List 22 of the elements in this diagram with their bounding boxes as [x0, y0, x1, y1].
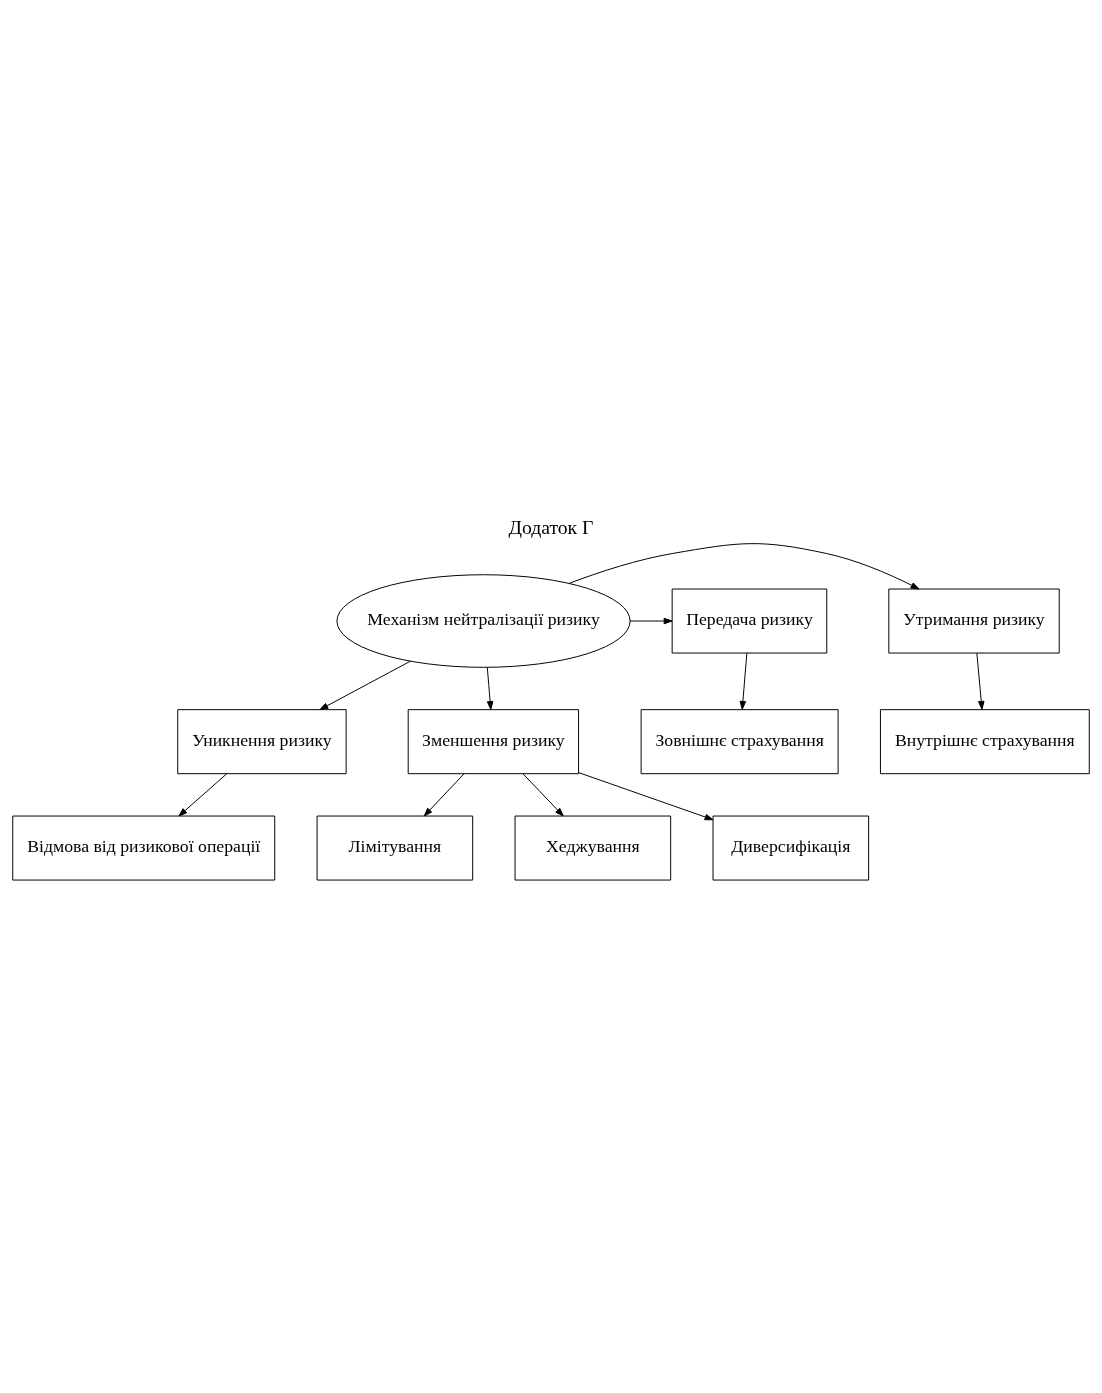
arrow [522, 772, 564, 816]
arrow [319, 660, 411, 710]
arrow [739, 652, 748, 710]
node-box: Хеджування [514, 815, 672, 881]
node-box: Утримання ризику [888, 588, 1060, 654]
node-box: Передача ризику [671, 588, 828, 654]
node-box: Уникнення ризику [177, 708, 347, 774]
arrow [629, 617, 673, 624]
diagram-title: Додаток Г [508, 515, 594, 538]
node-box: Зменшення ризику [407, 708, 580, 774]
node-box: Відмова від ризикової операції [12, 815, 276, 881]
node-box: Лімітування [316, 815, 474, 881]
arrow [423, 772, 465, 816]
node-box: Внутрішнє страхування [879, 708, 1090, 774]
arrow [486, 666, 494, 710]
arrow [578, 771, 714, 820]
node-ellipse: Механізм нейтралізації ризику [336, 573, 631, 668]
node-box: Зовнішнє страхування [640, 708, 839, 774]
arrow [976, 652, 985, 710]
arrow [568, 542, 920, 589]
arrow [178, 772, 228, 816]
node-box: Диверсифікація [712, 815, 870, 881]
